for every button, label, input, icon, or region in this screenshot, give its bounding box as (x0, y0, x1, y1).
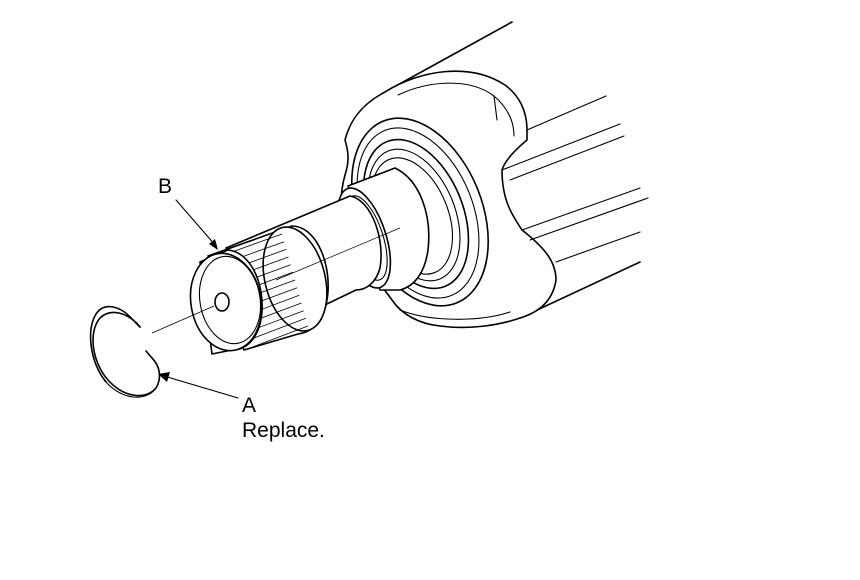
label-a-note: Replace. (242, 419, 325, 442)
snap-ring (89, 305, 161, 398)
label-b: B (158, 175, 172, 198)
label-a: A (242, 394, 256, 417)
spline-tooth (249, 325, 309, 349)
spline-tooth (231, 233, 283, 253)
shaft-end-face (189, 249, 263, 355)
center-line (151, 305, 215, 334)
leader-b (175, 199, 218, 250)
spline-tooth (248, 317, 306, 341)
center-line-ext (275, 227, 401, 281)
leader-a (158, 372, 239, 399)
